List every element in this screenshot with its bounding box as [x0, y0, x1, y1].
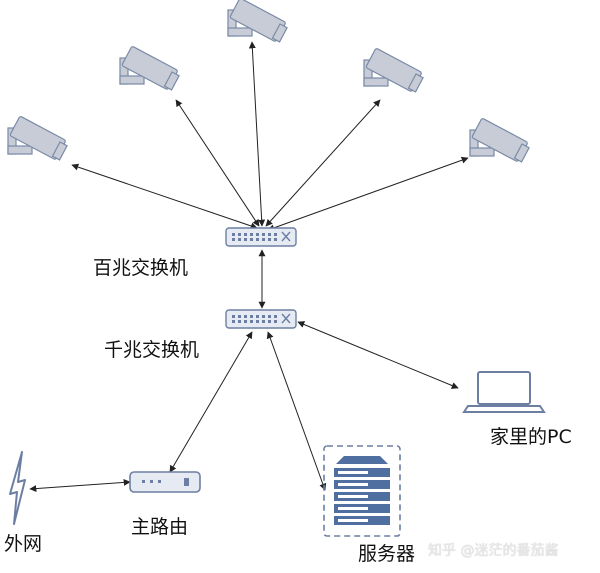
camera-icon: [119, 45, 180, 91]
link-cam5: [267, 156, 469, 232]
connections: [29, 41, 469, 493]
link-cam3: [248, 41, 266, 227]
switch-100m-icon: [225, 227, 297, 247]
home-pc-label: 家里的PC: [490, 426, 572, 448]
internet-icon: [9, 451, 26, 525]
link-pc: [297, 321, 459, 389]
switch-1g-icon: [225, 309, 297, 329]
router-icon: [129, 471, 201, 493]
watermark: 知乎 @迷茫的番茄酱: [428, 543, 559, 559]
link-internet: [29, 478, 131, 493]
laptop-icon: [462, 371, 546, 413]
switch-100m-label: 百兆交换机: [93, 257, 189, 279]
camera-icon: [227, 0, 288, 43]
link-cam1: [71, 163, 258, 230]
switch-1g-label: 千兆交换机: [104, 339, 200, 361]
camera-icon: [7, 115, 68, 161]
camera-icon: [363, 47, 424, 93]
link-router: [169, 331, 253, 473]
link-server: [266, 331, 327, 491]
internet-label: 外网: [4, 533, 43, 555]
router-label: 主路由: [131, 516, 189, 538]
server-label: 服务器: [358, 543, 416, 565]
camera-icon: [469, 117, 530, 163]
server-icon: [323, 445, 401, 537]
link-cam2: [175, 99, 260, 227]
link-cam4: [265, 99, 381, 227]
